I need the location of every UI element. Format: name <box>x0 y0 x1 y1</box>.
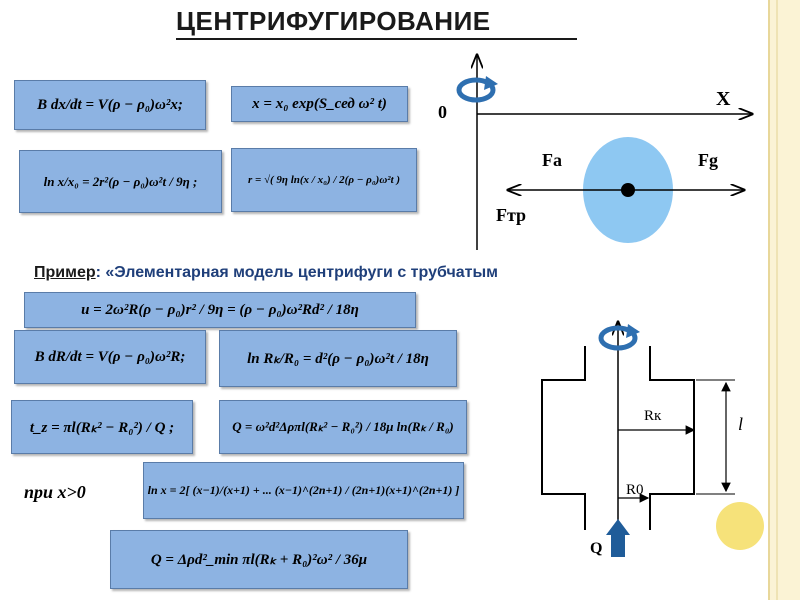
formula-box-6: B dR/dt = V(ρ − ρ₀)ω²R; <box>14 330 206 384</box>
example-text: : «Элементарная модель центрифуги с труб… <box>95 264 498 281</box>
formula-6: B dR/dt = V(ρ − ρ₀)ω²R; <box>34 348 186 365</box>
fa-label: Fa <box>542 150 562 170</box>
formula-box-5: u = 2ω²R(ρ − ρ₀)r² / 9η = (ρ − ρ₀)ω²Rd² … <box>24 292 416 328</box>
formula-box-11: Q = Δρd²_min πl(Rₖ + R₀)²ω² / 36μ <box>110 530 408 589</box>
formula-9: Q = ω²d²Δρπl(Rₖ² − R₀²) / 18μ ln(Rₖ / R₀… <box>232 419 454 434</box>
formula-box-8: t_z = πl(Rₖ² − R₀²) / Q ; <box>11 400 193 454</box>
q-label: Q <box>590 540 603 557</box>
formula-box-10: ln x = 2[ (x−1)/(x+1) + ... (x−1)^(2n+1)… <box>143 462 464 519</box>
rk-label: Rк <box>644 408 662 424</box>
formula-5: u = 2ω²R(ρ − ρ₀)r² / 9η = (ρ − ρ₀)ω²Rd² … <box>81 301 359 318</box>
origin-label: 0 <box>438 102 447 122</box>
slide-border <box>768 0 800 600</box>
r0-label: R0 <box>626 482 644 498</box>
slide-title: ЦЕНТРИФУГИРОВАНИЕ <box>176 6 491 36</box>
formula-10: ln x = 2[ (x−1)/(x+1) + ... (x−1)^(2n+1)… <box>147 483 460 497</box>
formula-box-3: ln x/x₀ = 2r²(ρ − ρ₀)ω²t / 9η ; <box>19 150 222 213</box>
example-label: Пример <box>34 264 96 281</box>
rotation-arrow-icon <box>456 76 498 103</box>
decor-circle <box>716 502 764 550</box>
example-caption: Пример: «Элементарная модель центрифуги … <box>34 264 498 282</box>
formula-8: t_z = πl(Rₖ² − R₀²) / Q ; <box>29 419 175 436</box>
condition-text: при x>0 <box>24 482 86 502</box>
formula-2: x = x₀ exp(S_сед ω² t) <box>252 95 387 112</box>
x-axis-label: X <box>716 88 731 110</box>
formula-box-1: B dx/dt = V(ρ − ρ₀)ω²x; <box>14 80 206 130</box>
force-diagram <box>456 55 752 250</box>
formula-11: Q = Δρd²_min πl(Rₖ + R₀)²ω² / 36μ <box>150 552 368 568</box>
formula-7: ln Rₖ/R₀ = d²(ρ − ρ₀)ω²t / 18η <box>247 351 429 367</box>
fg-label: Fg <box>698 150 718 170</box>
formula-box-9: Q = ω²d²Δρπl(Rₖ² − R₀²) / 18μ ln(Rₖ / R₀… <box>219 400 467 454</box>
tube-left-wall <box>541 346 586 530</box>
formula-box-4: r = √( 9η ln(x / x₀) / 2(ρ − ρ₀)ω²t ) <box>231 148 417 212</box>
up-arrow-icon <box>606 519 630 557</box>
formula-3: ln x/x₀ = 2r²(ρ − ρ₀)ω²t / 9η ; <box>43 173 198 189</box>
formula-box-7: ln Rₖ/R₀ = d²(ρ − ρ₀)ω²t / 18η <box>219 330 457 387</box>
formula-1: B dx/dt = V(ρ − ρ₀)ω²x; <box>37 96 183 113</box>
rotation-arrow-icon <box>598 324 640 351</box>
centrifuge-diagram <box>541 322 735 557</box>
ftr-label: Fтр <box>496 205 527 225</box>
title-underline <box>176 38 577 40</box>
formula-box-2: x = x₀ exp(S_сед ω² t) <box>231 86 408 122</box>
formula-4: r = √( 9η ln(x / x₀) / 2(ρ − ρ₀)ω²t ) <box>247 174 401 186</box>
l-label: l <box>738 414 744 434</box>
tube-right-wall <box>649 346 695 530</box>
